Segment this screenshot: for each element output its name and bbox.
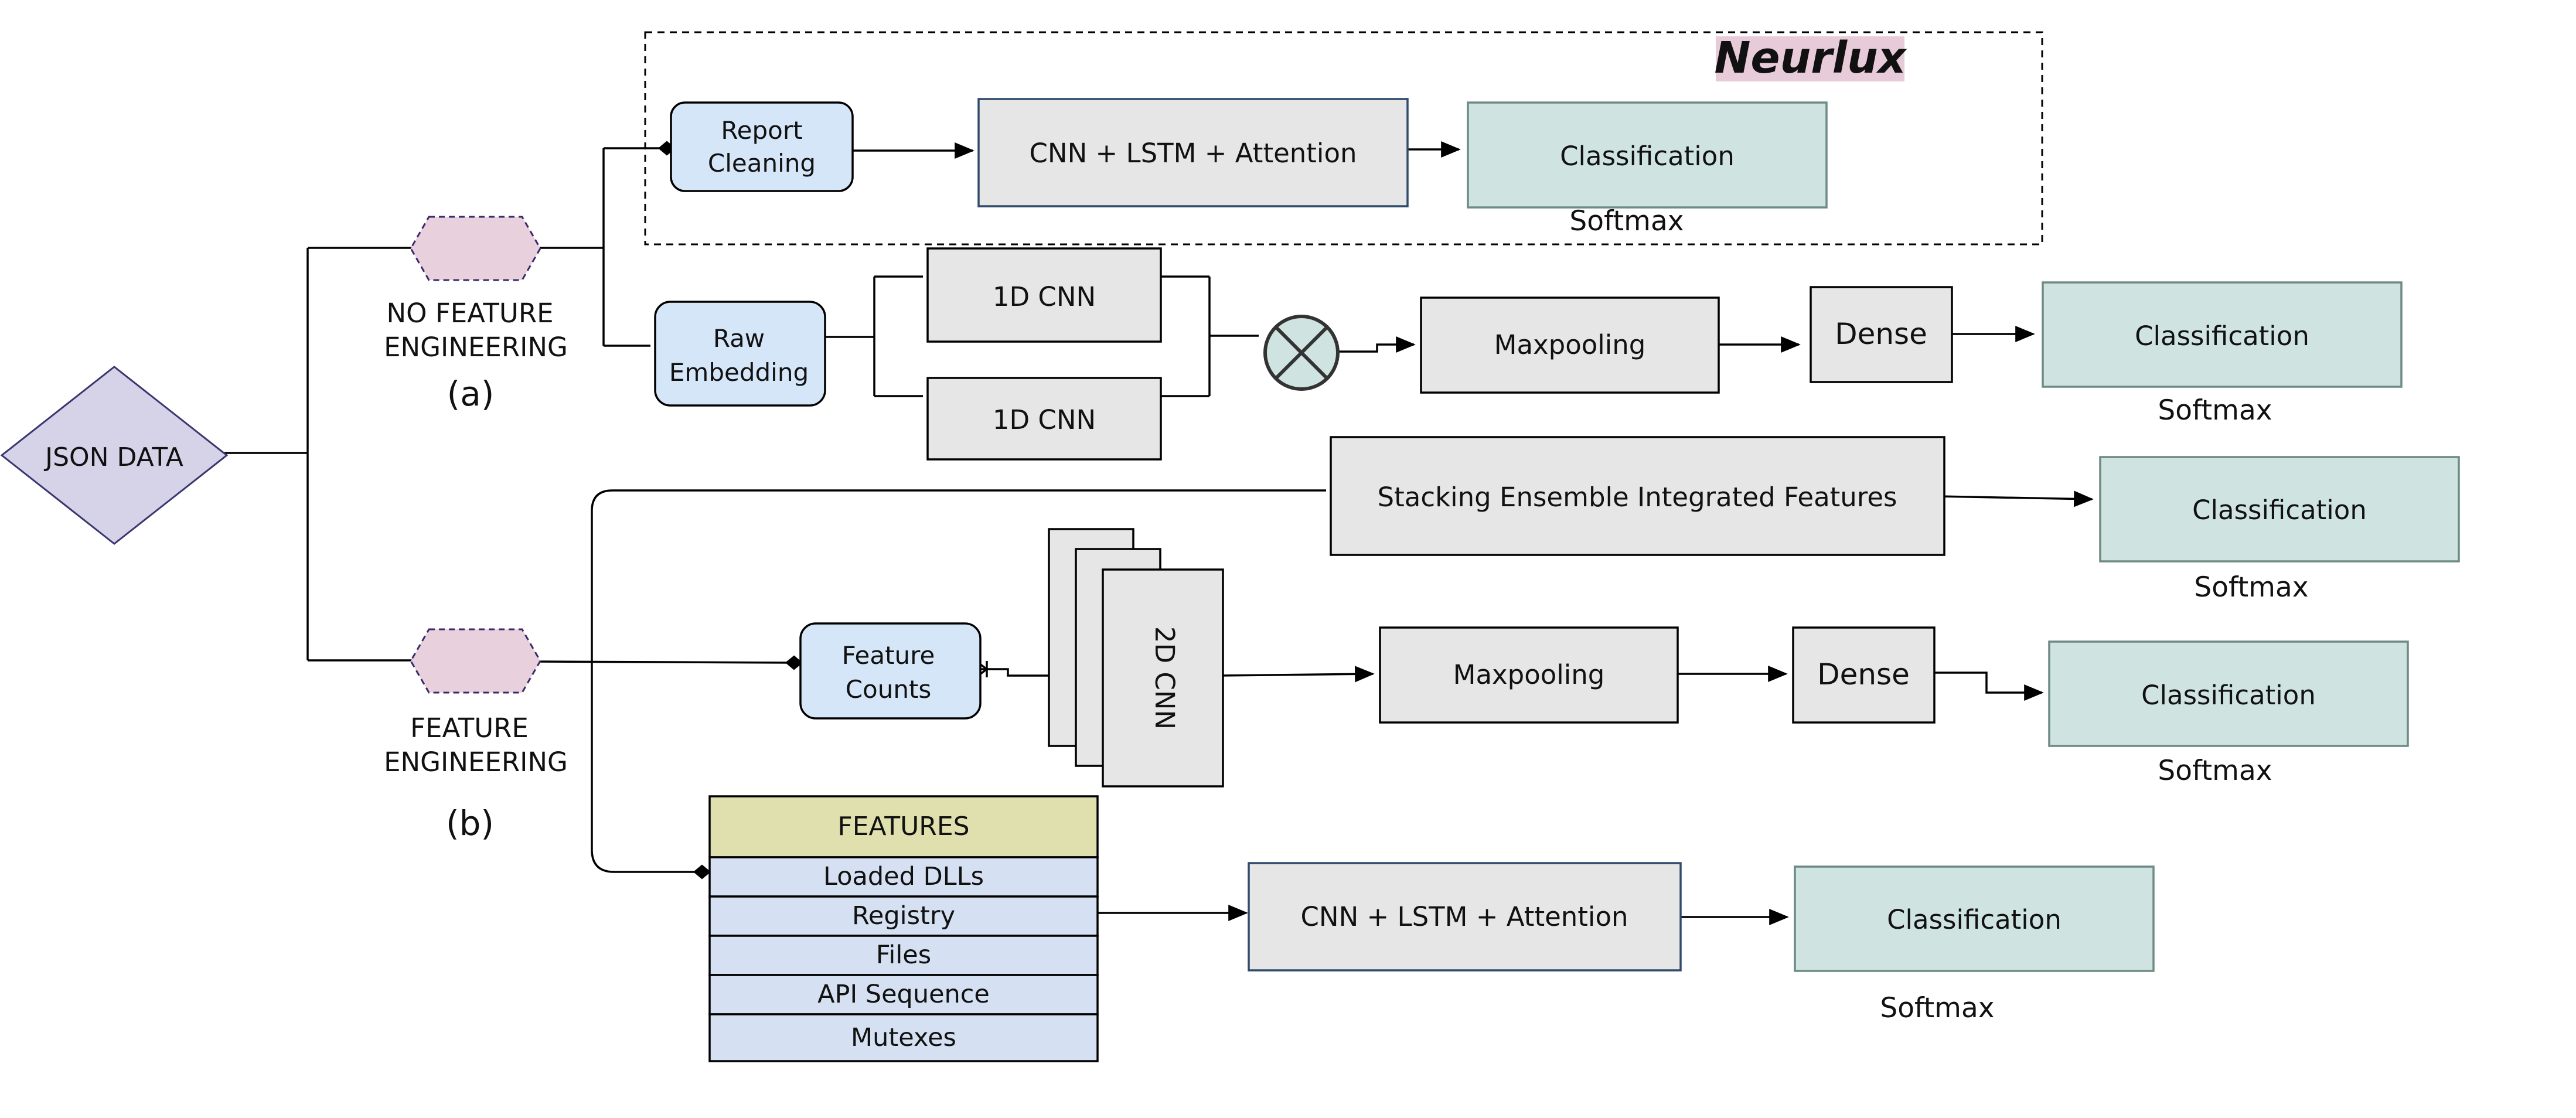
cnn2d-stack (1048, 528, 1224, 788)
neurlux-model-label: CNN + LSTM + Attention (1029, 138, 1357, 169)
cnn2d-label: 2D CNN (1149, 626, 1180, 730)
maxpooling-node-b (1379, 626, 1679, 724)
neurlux-classification-node (1467, 101, 1828, 209)
classification-node-a (2042, 281, 2403, 388)
edge-dense-to-classification-b (1930, 672, 2044, 701)
classification-label-b: Classification (2141, 680, 2316, 711)
dense-node-a (1810, 286, 1953, 383)
features-row-label: Loaded DLLs (823, 862, 984, 891)
raw-embedding-line1: Raw (713, 324, 765, 353)
branch-b-label-line1: FEATURE (410, 713, 529, 744)
dense-label-a: Dense (1835, 317, 1927, 351)
edge-op-to-maxpool (1333, 336, 1416, 353)
feature-counts-node (799, 622, 982, 720)
classification-label-stacking: Classification (2192, 495, 2367, 526)
dense-node-b (1792, 626, 1936, 724)
features-row-label: Files (876, 940, 931, 970)
softmax-label-stacking: Softmax (2194, 571, 2308, 604)
branch-b-label-line2: ENGINEERING (384, 747, 568, 778)
report-cleaning-line1: Report (721, 116, 802, 145)
classification-node-stacking (2099, 456, 2460, 563)
classification-node-c (1794, 865, 2155, 972)
maxpooling-node-a (1420, 296, 1720, 394)
report-cleaning-line2: Cleaning (708, 149, 816, 178)
edge-stacking-loop (591, 489, 1326, 880)
cnn-top-label: 1D CNN (993, 281, 1096, 312)
features-row (708, 856, 1099, 898)
neurlux-label: Neurlux (1714, 33, 1907, 83)
neurlux-label-bg (1716, 36, 1904, 81)
neurlux-model-node (977, 98, 1409, 207)
softmax-label-a: Softmax (2158, 394, 2272, 427)
edge-stacking-to-classification (1938, 490, 2094, 507)
softmax-label-b: Softmax (2158, 755, 2272, 787)
json-data-diamond (0, 366, 229, 545)
neurlux-region (644, 31, 2043, 246)
softmax-label-c: Softmax (1880, 992, 1994, 1024)
stacking-node (1330, 436, 1945, 556)
maxpooling-label-a: Maxpooling (1494, 329, 1646, 360)
features-row (708, 895, 1099, 937)
branch-b-tag: (b) (446, 803, 494, 843)
branch-a-label-line2: ENGINEERING (384, 332, 568, 363)
classification-label-a: Classification (2135, 321, 2309, 352)
features-header-cell (708, 795, 1099, 858)
branch-b-hexagon (410, 628, 541, 694)
neurlux-classification-label: Classification (1560, 141, 1735, 172)
stacking-label: Stacking Ensemble Integrated Features (1378, 482, 1897, 513)
cnn-top-node (926, 247, 1162, 343)
features-model-node (1248, 862, 1682, 972)
multiply-operator (1263, 315, 1340, 391)
classification-label-c: Classification (1887, 904, 2062, 935)
maxpooling-label-b: Maxpooling (1453, 659, 1605, 690)
branch-a-hexagon (410, 216, 541, 281)
edge-branch-b-to-counts (537, 655, 803, 670)
branch-a-tag: (a) (447, 374, 495, 414)
edge-cnn2d-to-maxpool (1217, 666, 1375, 683)
features-row (708, 1013, 1099, 1062)
feature-counts-line1: Feature (842, 641, 935, 670)
neurlux-softmax-label: Softmax (1569, 205, 1684, 237)
cnn-bottom-label: 1D CNN (993, 404, 1096, 435)
features-row-label: API Sequence (817, 980, 990, 1009)
feature-counts-line2: Counts (846, 675, 932, 704)
features-model-label: CNN + LSTM + Attention (1300, 901, 1628, 932)
features-table: FEATURES Loaded DLLs Registry Files API … (708, 795, 1099, 1062)
features-row (708, 935, 1099, 976)
report-cleaning-node (670, 101, 854, 192)
raw-embedding-line2: Embedding (669, 358, 809, 387)
features-row-label: Mutexes (851, 1023, 956, 1052)
cnn-bottom-node (926, 377, 1162, 461)
features-row-label: Registry (852, 901, 955, 930)
raw-embedding-node (654, 301, 826, 407)
classification-node-b (2048, 640, 2409, 747)
branch-a-label-line1: NO FEATURE (386, 298, 553, 329)
features-header-label: FEATURES (837, 812, 969, 841)
features-row (708, 974, 1099, 1015)
json-data-label: JSON DATA (43, 442, 183, 472)
dense-label-b: Dense (1817, 657, 1910, 691)
edges (223, 141, 2094, 925)
